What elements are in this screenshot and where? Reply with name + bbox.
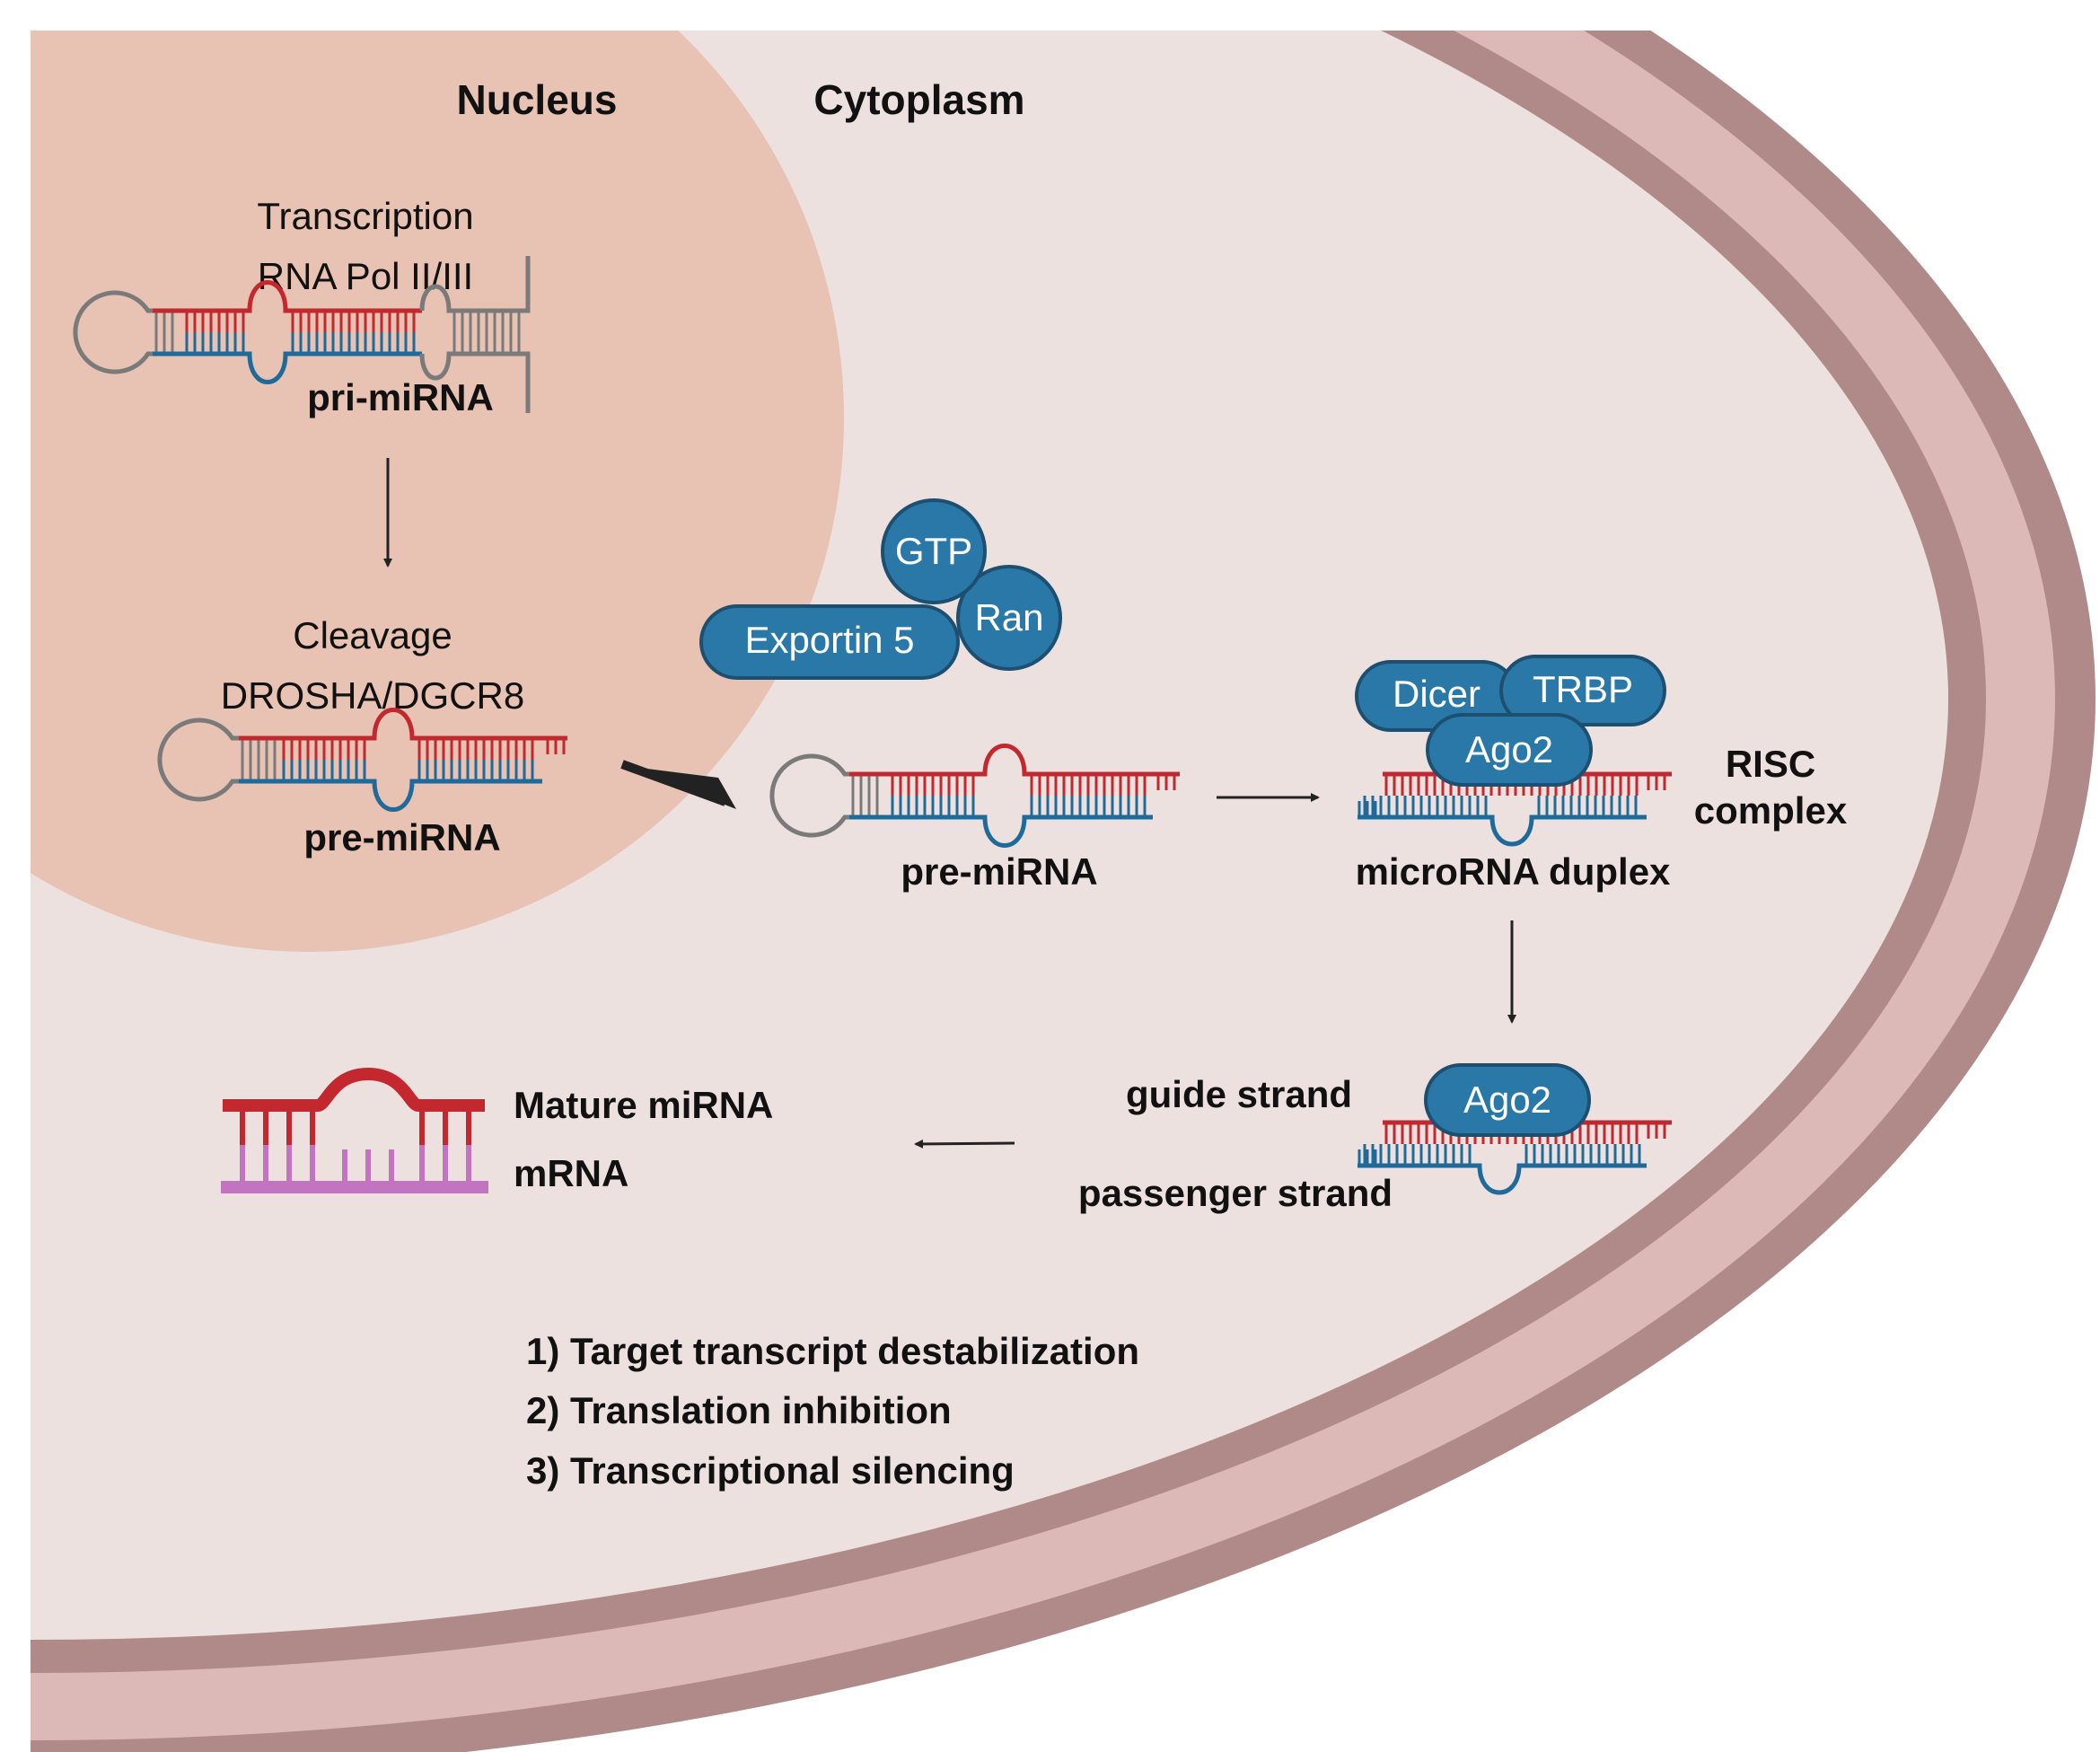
export-arrow: [620, 760, 727, 806]
blue-strand: [1358, 1163, 1647, 1195]
passenger-strand-label: passenger strand: [1078, 1172, 1393, 1214]
gtp-protein: [881, 498, 987, 604]
hairpin-loop: [769, 753, 849, 838]
ago2-risc-protein: [1426, 713, 1593, 787]
mature-mirna-label: Mature miRNA: [514, 1084, 773, 1126]
dicer-label: Dicer: [1393, 673, 1481, 715]
mature-mirna-mrna-pair: [221, 1067, 488, 1193]
flanking-strand-bottom: [419, 351, 531, 413]
blue-strand: [1358, 814, 1647, 847]
exportin-complex: Exportin 5 Ran GTP: [699, 498, 1062, 680]
ran-label: Ran: [974, 596, 1043, 638]
cytoplasmic-pre-mirna-hairpin: [769, 744, 1180, 848]
trbp-protein: [1499, 655, 1666, 726]
ago2-risc-label: Ago2: [1465, 728, 1553, 770]
red-strand: [849, 744, 1180, 777]
red-strand: [153, 280, 422, 313]
mature-mirna-strand: [223, 1067, 485, 1112]
nuclear-pre-mirna-label: pre-miRNA: [303, 816, 500, 858]
hairpin-loop: [73, 290, 153, 374]
risc-label-line1: RISC: [1726, 743, 1815, 785]
flanking-strand-top: [419, 256, 531, 313]
pri-mirna-hairpin: [73, 256, 531, 413]
pri-mirna-label: pri-miRNA: [307, 376, 494, 418]
cleavage-label: Cleavage: [293, 614, 452, 656]
ago2-strand-label: Ago2: [1463, 1078, 1551, 1121]
ago2-strand-protein: [1424, 1063, 1591, 1137]
risc-label-line2: complex: [1694, 789, 1848, 832]
exportin-5-protein: [699, 604, 960, 680]
outcome-3: 3) Transcriptional silencing: [526, 1449, 1015, 1492]
exportin-5-label: Exportin 5: [744, 619, 914, 661]
transcription-label: Transcription: [257, 195, 473, 237]
outcome-2: 2) Translation inhibition: [526, 1389, 952, 1431]
gtp-label: GTP: [895, 530, 972, 572]
microrna-duplex-label: microRNA duplex: [1356, 850, 1671, 893]
arrow-strands-to-mature: [914, 1139, 1015, 1149]
nucleus-title: Nucleus: [457, 76, 618, 123]
nuclear-pre-mirna-hairpin: [157, 708, 567, 812]
risc-proteins: Dicer TRBP Ago2: [1355, 655, 1666, 787]
ran-protein: [956, 565, 1062, 671]
guide-strand-label: guide strand: [1126, 1073, 1352, 1115]
mrna-label: mRNA: [514, 1152, 628, 1194]
cytoplasmic-pre-mirna-label: pre-miRNA: [901, 850, 1097, 893]
red-strand: [239, 708, 567, 741]
blue-strand: [239, 779, 542, 812]
outcome-1: 1) Target transcript destabilization: [526, 1330, 1139, 1372]
blue-strand: [849, 814, 1153, 848]
drosha-label: DROSHA/DGCR8: [221, 674, 524, 717]
trbp-label: TRBP: [1533, 668, 1633, 710]
hairpin-loop: [157, 718, 239, 802]
cytoplasm-title: Cytoplasm: [813, 76, 1024, 123]
nucleus: [31, 31, 844, 952]
blue-strand: [153, 351, 422, 384]
polymerase-label: RNA Pol II/III: [258, 255, 473, 297]
